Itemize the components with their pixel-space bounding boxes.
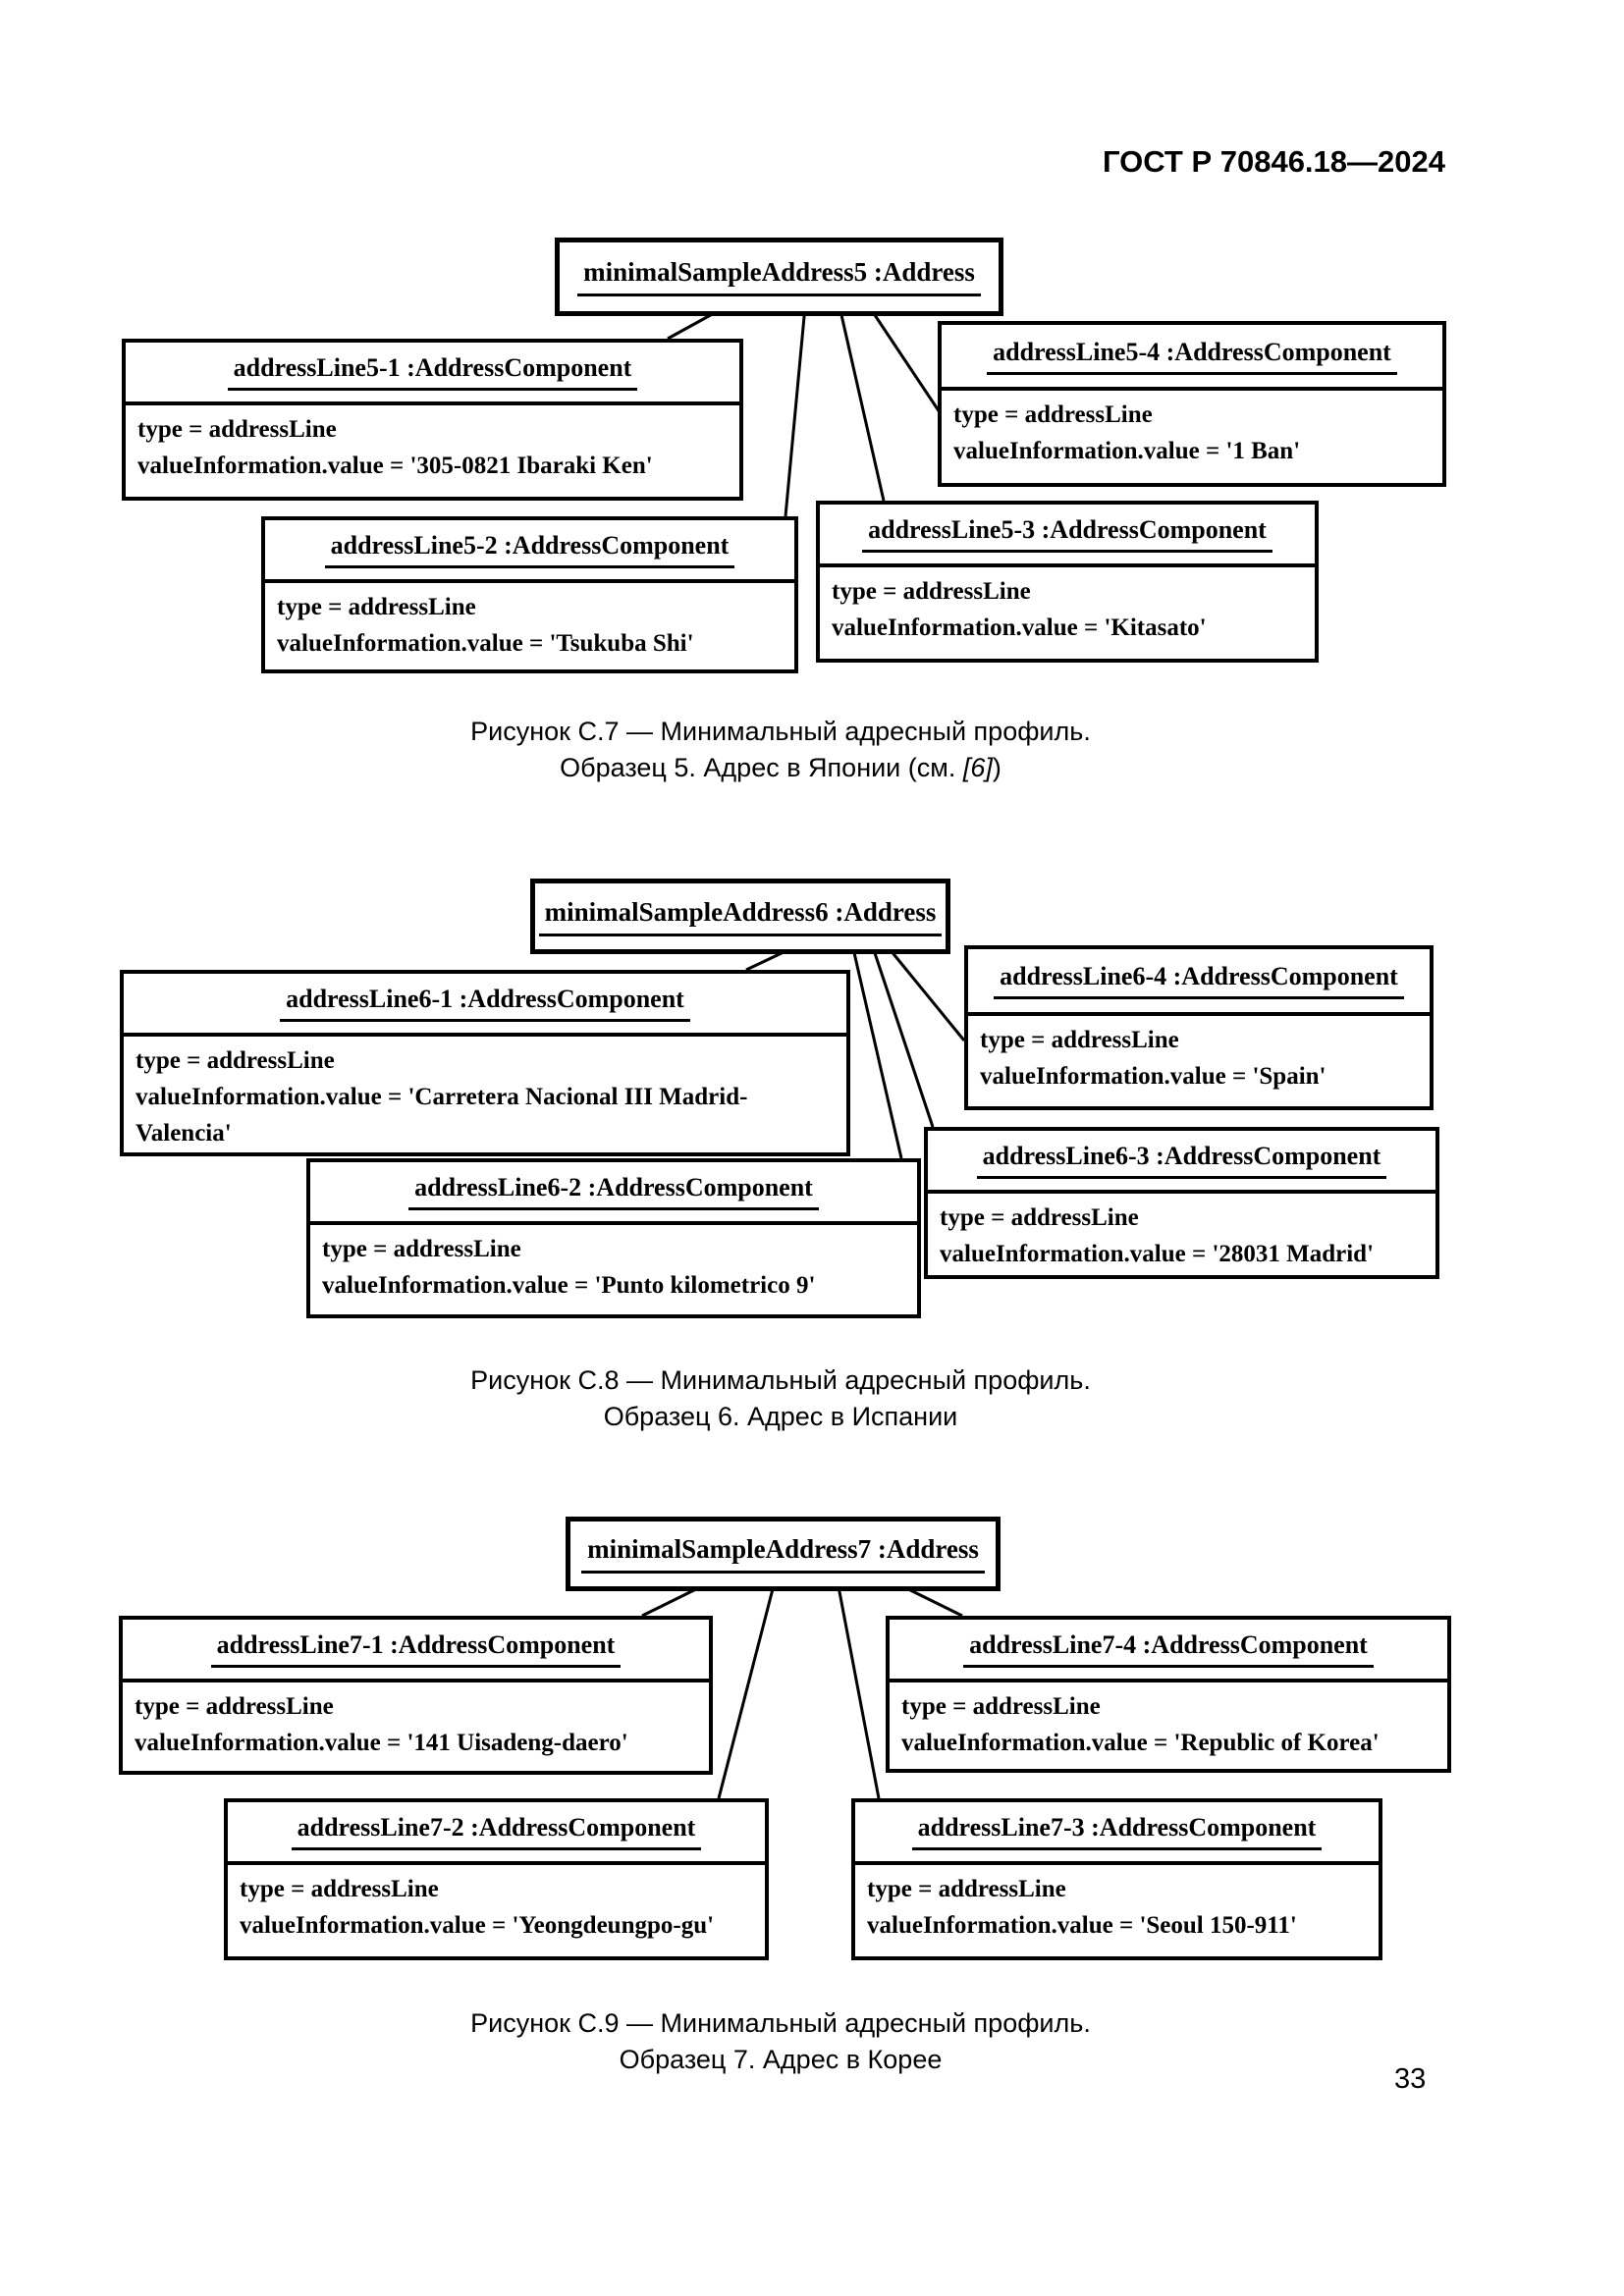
object-name: addressLine5-4 :AddressComponent <box>987 338 1397 375</box>
attr-value: valueInformation.value = 'Yeongdeungpo-g… <box>240 1912 715 1939</box>
attr-value: valueInformation.value = '28031 Madrid' <box>940 1241 1375 1267</box>
attr-value: valueInformation.value = '305-0821 Ibara… <box>137 453 653 479</box>
object-box-addressLine6-1: addressLine6-1 :AddressComponent type = … <box>120 970 850 1156</box>
attr-type: type = addressLine <box>980 1027 1179 1053</box>
attr-value: valueInformation.value = 'Spain' <box>980 1063 1326 1090</box>
object-box-minimalSampleAddress5: minimalSampleAddress5 :Address <box>555 238 1003 316</box>
connector <box>850 943 903 1159</box>
object-name: addressLine5-2 :AddressComponent <box>324 531 735 568</box>
attr-type: type = addressLine <box>240 1876 439 1902</box>
figure-caption-c7: Рисунок С.7 — Минимальный адресный профи… <box>59 714 1502 786</box>
attr-type: type = addressLine <box>832 578 1031 605</box>
caption-line1: Рисунок С.7 — Минимальный адресный профи… <box>470 717 1091 746</box>
caption-line1: Рисунок С.9 — Минимальный адресный профи… <box>470 2008 1091 2038</box>
connector <box>884 943 966 1041</box>
object-box-addressLine7-4: addressLine7-4 :AddressComponent type = … <box>886 1616 1451 1773</box>
object-box-addressLine7-1: addressLine7-1 :AddressComponent type = … <box>119 1616 713 1775</box>
object-box-addressLine6-4: addressLine6-4 :AddressComponent type = … <box>964 945 1434 1110</box>
page-number: 33 <box>1394 2063 1427 2095</box>
object-name: minimalSampleAddress7 :Address <box>581 1534 985 1574</box>
figure-caption-c8: Рисунок С.8 — Минимальный адресный профи… <box>59 1362 1502 1435</box>
connector <box>867 305 942 413</box>
attr-type: type = addressLine <box>953 401 1153 428</box>
connector <box>870 943 935 1128</box>
attr-type: type = addressLine <box>901 1693 1101 1720</box>
object-box-addressLine5-4: addressLine5-4 :AddressComponent type = … <box>938 321 1446 487</box>
object-box-addressLine5-2: addressLine5-2 :AddressComponent type = … <box>261 516 798 673</box>
attr-value: valueInformation.value = '1 Ban' <box>953 438 1301 464</box>
object-name: addressLine6-4 :AddressComponent <box>994 962 1404 999</box>
connector <box>717 1580 777 1799</box>
object-name: addressLine6-3 :AddressComponent <box>976 1142 1387 1179</box>
figure-caption-c9: Рисунок С.9 — Минимальный адресный профи… <box>59 2005 1502 2078</box>
object-name: addressLine6-2 :AddressComponent <box>408 1173 819 1210</box>
attr-type: type = addressLine <box>277 594 476 620</box>
attr-type: type = addressLine <box>135 1047 335 1074</box>
object-box-addressLine5-1: addressLine5-1 :AddressComponent type = … <box>122 339 743 501</box>
attr-value: valueInformation.value = '141 Uisadeng-d… <box>135 1730 628 1756</box>
attr-type: type = addressLine <box>940 1204 1139 1231</box>
object-box-addressLine6-2: addressLine6-2 :AddressComponent type = … <box>306 1158 921 1318</box>
object-name: addressLine7-2 :AddressComponent <box>291 1813 702 1850</box>
attr-value: valueInformation.value = 'Seoul 150-911' <box>867 1912 1297 1939</box>
object-name: addressLine7-1 :AddressComponent <box>210 1630 622 1668</box>
attr-value: valueInformation.value = 'Tsukuba Shi' <box>277 630 694 657</box>
caption-line2: Образец 6. Адрес в Испании <box>603 1402 958 1431</box>
object-name: minimalSampleAddress5 :Address <box>577 257 981 296</box>
reference-6: [6] <box>962 753 993 782</box>
attr-value: valueInformation.value = 'Republic of Ko… <box>901 1730 1380 1756</box>
attr-type: type = addressLine <box>322 1236 521 1262</box>
object-name: addressLine5-1 :AddressComponent <box>227 353 638 391</box>
attr-value: valueInformation.value = 'Kitasato' <box>832 614 1207 641</box>
connector <box>836 1580 881 1799</box>
object-box-addressLine6-3: addressLine6-3 :AddressComponent type = … <box>924 1127 1439 1279</box>
attr-value: valueInformation.value = 'Punto kilometr… <box>322 1272 816 1299</box>
object-box-minimalSampleAddress7: minimalSampleAddress7 :Address <box>566 1517 1001 1591</box>
attr-type: type = addressLine <box>135 1693 334 1720</box>
object-name: minimalSampleAddress6 :Address <box>538 897 943 936</box>
caption-line1: Рисунок С.8 — Минимальный адресный профи… <box>470 1365 1091 1395</box>
object-name: addressLine5-3 :AddressComponent <box>862 515 1272 553</box>
attr-type: type = addressLine <box>867 1876 1066 1902</box>
attr-value: valueInformation.value = 'Carretera Naci… <box>135 1084 748 1147</box>
caption-line2: Образец 5. Адрес в Японии (см. [6]) <box>560 753 1001 782</box>
connector <box>784 305 807 517</box>
object-name: addressLine7-4 :AddressComponent <box>963 1630 1374 1668</box>
object-box-addressLine5-3: addressLine5-3 :AddressComponent type = … <box>816 501 1319 663</box>
caption-line2: Образец 7. Адрес в Корее <box>619 2045 943 2074</box>
object-box-addressLine7-2: addressLine7-2 :AddressComponent type = … <box>224 1798 769 1960</box>
object-name: addressLine6-1 :AddressComponent <box>280 985 690 1022</box>
object-name: addressLine7-3 :AddressComponent <box>911 1813 1323 1850</box>
page-header: ГОСТ Р 70846.18—2024 <box>1103 144 1445 179</box>
attr-type: type = addressLine <box>137 416 337 443</box>
object-box-addressLine7-3: addressLine7-3 :AddressComponent type = … <box>851 1798 1382 1960</box>
connector <box>838 305 886 502</box>
object-box-minimalSampleAddress6: minimalSampleAddress6 :Address <box>530 879 950 954</box>
